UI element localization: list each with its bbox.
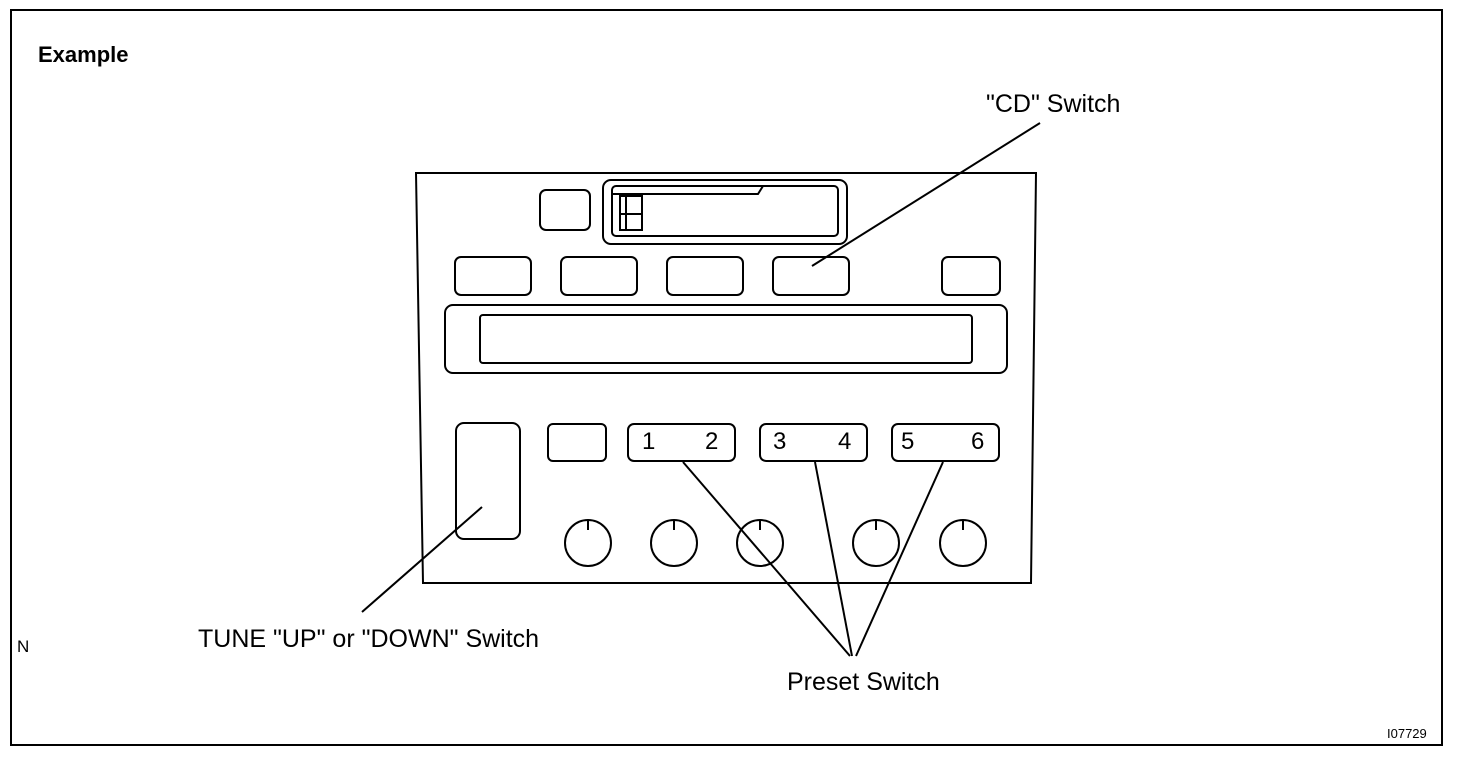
function-button-5[interactable] (941, 256, 1001, 296)
preset-label-2: 2 (705, 428, 718, 455)
knob-2[interactable] (650, 519, 698, 567)
function-button-1[interactable] (454, 256, 532, 296)
figure-code: I07729 (1387, 726, 1427, 741)
tune-leader-line (361, 506, 483, 613)
preset-leader-line-1 (682, 461, 851, 657)
function-button-2[interactable] (560, 256, 638, 296)
preset-label-1: 1 (642, 428, 655, 455)
knob-3[interactable] (736, 519, 784, 567)
top-small-button[interactable] (539, 189, 591, 231)
preset-leader-line-3 (855, 461, 944, 657)
preset-label-6: 6 (971, 428, 984, 455)
function-button-3[interactable] (666, 256, 744, 296)
tune-switch-label: TUNE "UP" or "DOWN" Switch (198, 625, 539, 653)
figure-frame (10, 9, 1443, 746)
cd-leader-line (811, 122, 1041, 267)
preset-leader-line-2 (814, 461, 853, 657)
preset-button-1-2[interactable]: 1 2 (627, 423, 736, 462)
tune-switch-button[interactable] (455, 422, 521, 540)
knob-4[interactable] (852, 519, 900, 567)
preset-button-5-6[interactable]: 5 6 (891, 423, 1000, 462)
knob-5[interactable] (939, 519, 987, 567)
knob-1[interactable] (564, 519, 612, 567)
preset-label-3: 3 (773, 428, 786, 455)
preset-switch-label: Preset Switch (787, 668, 940, 696)
small-button[interactable] (547, 423, 607, 462)
radio-faceplate (414, 172, 1038, 584)
preset-label-5: 5 (901, 428, 914, 455)
corner-mark: N (17, 637, 29, 656)
figure-heading: Example (38, 42, 129, 67)
preset-button-3-4[interactable]: 3 4 (759, 423, 868, 462)
preset-label-4: 4 (838, 428, 851, 455)
display-panel (444, 304, 1008, 374)
cd-switch-label: "CD" Switch (986, 90, 1120, 118)
cd-button[interactable] (772, 256, 850, 296)
cassette-slot (602, 179, 848, 245)
